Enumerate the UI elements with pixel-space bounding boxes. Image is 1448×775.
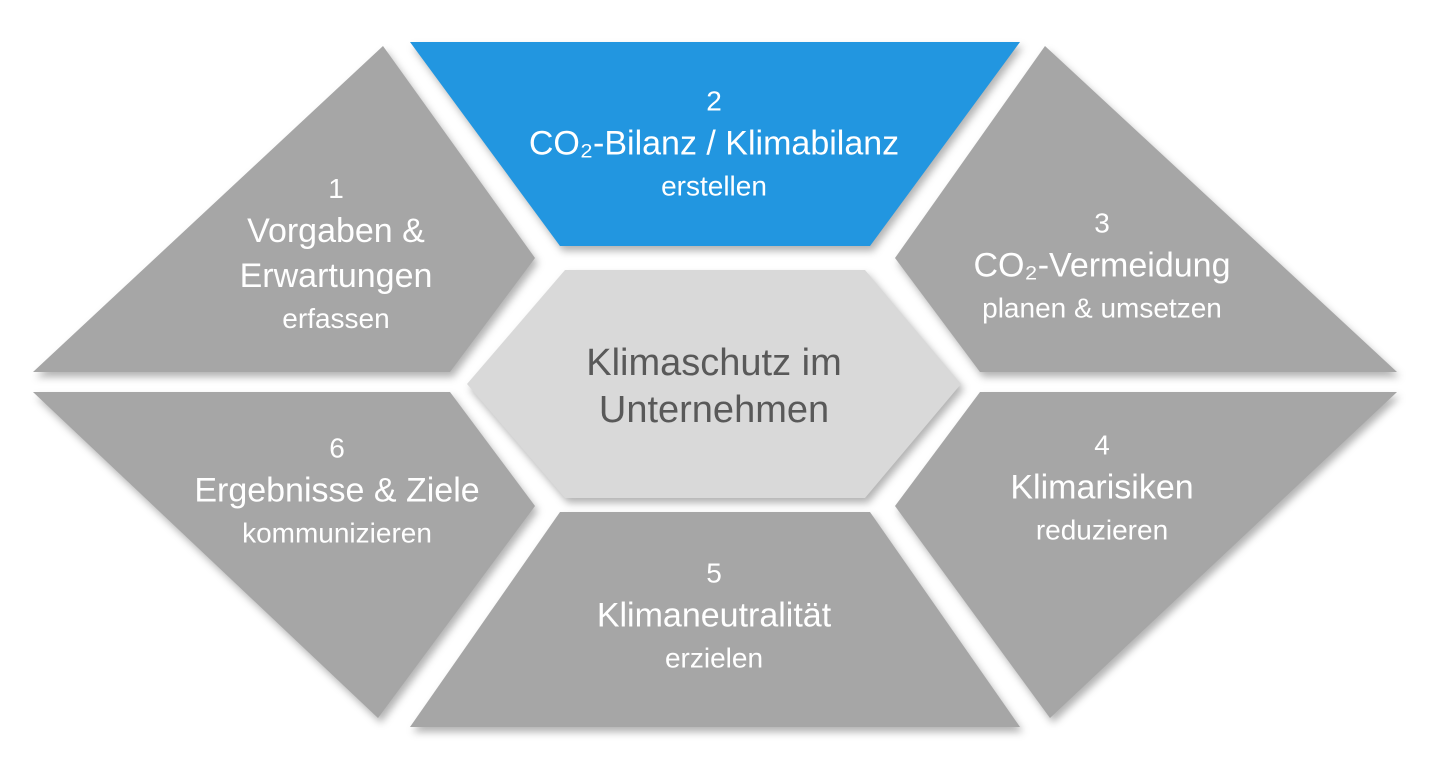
- center-hexagon-shape: [467, 270, 961, 498]
- segment-4-shape: [895, 392, 1397, 718]
- segment-2-shape: [410, 42, 1020, 246]
- segment-6-shape: [33, 392, 535, 718]
- segment-5-shape: [410, 512, 1020, 727]
- segment-1-shape: [33, 46, 535, 372]
- segment-3-shape: [895, 46, 1397, 372]
